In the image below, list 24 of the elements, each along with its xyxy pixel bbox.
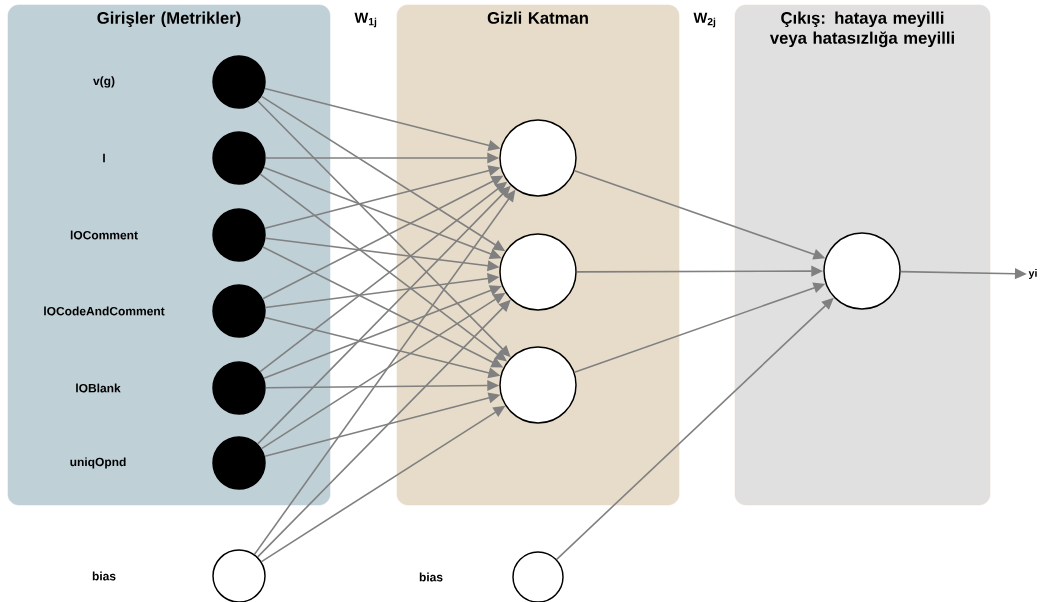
neuron-label: l [103, 153, 105, 163]
neuron-circle [212, 208, 266, 262]
neuron-label: lOBlank [76, 383, 121, 393]
neuron-label: bias [92, 571, 116, 581]
neuron-circle [499, 119, 577, 197]
neuron-label: lOCodeAndComment [44, 306, 165, 316]
neuron-label: lOComment [70, 230, 138, 240]
neuron-label: uniqOpnd [70, 457, 126, 469]
weight-label: W$_{1j}$ [354, 12, 377, 28]
neuron-circle [212, 131, 266, 185]
panel-title: Çıkış: hataya meyilli veya hatasızlığa meyilli [769, 11, 954, 48]
neuron-circle [212, 361, 266, 415]
neuron-circle [212, 284, 266, 338]
panel-title: Girişler (Metrikler) [97, 11, 241, 28]
neuron-circle [823, 232, 901, 310]
neuron-label: bias [419, 572, 443, 582]
neuron-circle [499, 346, 577, 424]
neuron-label: v(g) [93, 76, 115, 88]
output-label: yi [1028, 269, 1037, 279]
neuron-circle [212, 436, 266, 490]
neuron-circle [212, 55, 266, 109]
panel-title: Gizli Katman [487, 11, 588, 24]
weight-label: W$_{2j}$ [693, 12, 716, 28]
neuron-circle [499, 233, 577, 311]
